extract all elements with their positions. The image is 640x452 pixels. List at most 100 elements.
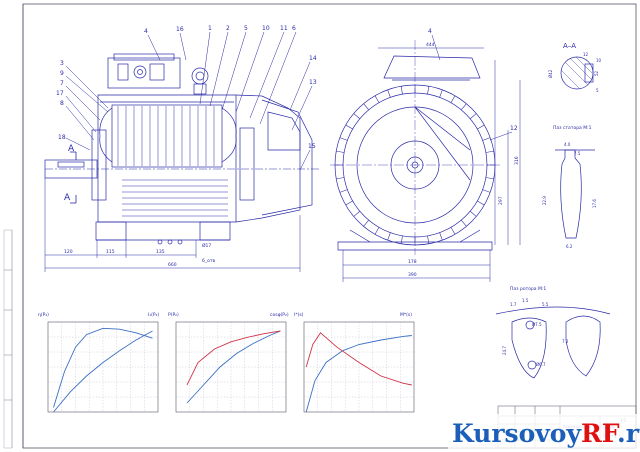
cooling-fin [400,235,403,244]
cooling-fin [482,189,491,193]
stator-dim-6.2: 6.2 [566,244,573,249]
cooling-fin [336,150,345,153]
cooling-fin [485,150,494,153]
chart-1 [47,321,159,413]
stator-slot-title: Паз статора М:1 [553,125,592,131]
cooling-fin [363,219,369,227]
rotor-slot-title: Паз ротора М:1 [510,286,546,292]
chart-2-series-line-1 [186,330,281,404]
section-arrows [70,151,77,204]
rotor-dim-1.5: 1.5 [522,298,529,303]
cooling-fin [387,232,391,241]
chart2-ylabel-left: P(P₂) [168,312,179,318]
end-dim-297: 297 [498,196,504,205]
leader-4: 4 [144,28,148,35]
stator-dim-7.5: 7.5 [574,151,581,156]
chart2-ylabel-right: cosφ(P₂) [270,312,289,318]
cooling-fin [427,235,430,244]
cooling-fin [469,211,477,217]
leader-15: 15 [308,143,316,150]
aa-dim-10: 10 [596,58,602,63]
end-dim-444: 444 [426,42,435,48]
cooling-fin [374,95,380,103]
cooling-fin [477,200,485,206]
end-view-centerlines [330,40,500,255]
chart-1-series-line-1 [53,327,153,408]
cooling-fin [477,124,485,130]
leader-7: 7 [60,80,64,87]
cooling-fin [461,103,467,111]
section-aa-dims: Ø42 52 12 10 5 [548,52,602,93]
cooling-fin [461,219,467,227]
aa-dim-52: 52 [594,70,599,76]
end-view-dim-labels: 444 178 390 297 316 [408,42,520,278]
dim-660: 660 [168,262,177,268]
cooling-fin [363,103,369,111]
end-leader-12: 12 [510,125,518,132]
rotor-dim-5.5: 5.5 [542,302,549,307]
leader-6: 6 [292,25,296,32]
cooling-fin [387,89,391,98]
chart-2-series-line-2 [186,330,281,386]
cooling-fin [339,137,348,141]
leader-5: 5 [244,25,248,32]
cooling-fin [345,124,353,130]
watermark: KursovoyRF.ru [452,419,640,448]
stator-slot-dims: 4.0 7.5 22.9 17.6 6.2 [542,142,597,249]
end-dim-316: 316 [514,156,520,165]
rotor-dim-1.7: 1.7 [510,302,517,307]
side-strip-boxes [3,229,13,449]
chart1-ylabel-left: η(P₂) [38,312,49,318]
cooling-fin [339,189,348,193]
cooling-fin [450,95,456,103]
chart3-ylabel-left: I*(s) [294,312,304,318]
section-aa-shape [560,56,594,90]
motor-side-view [44,53,320,245]
leader-9: 9 [60,70,64,77]
cooling-fin [482,137,491,141]
cooling-fin [374,227,380,235]
dim-6holes: 6_отв [202,258,215,264]
main-view-leaders [65,31,313,171]
chart-3-series-line-1 [305,335,412,413]
cooling-fin [485,177,494,180]
cooling-fin [353,113,361,119]
end-dim-390: 390 [408,272,417,278]
stator-slot-shape [555,149,595,239]
rotor-dim-d6.7: Ø6.7 [536,362,546,367]
rotor-dim-7.2: 7.2 [562,339,569,344]
leader-16: 16 [176,26,184,33]
cooling-fin [439,89,443,98]
chart-3 [303,321,415,413]
chart3-ylabel-right: M*(s) [400,312,412,318]
aa-dim-5: 5 [596,88,599,93]
section-aa-title: A–A [563,42,576,50]
cooling-fin [439,232,443,241]
main-view-leader-labels: 4 16 1 2 5 10 11 6 14 13 3 9 7 17 8 18 1… [56,25,317,150]
end-leader-4: 4 [428,28,432,35]
leader-17: 17 [56,90,64,97]
watermark-part1: Kursovoy [452,419,582,448]
dim-d17: Ø17 [202,242,211,249]
rotor-dim-24.7: 24.7 [502,346,507,355]
watermark-part2: RF [581,419,620,448]
rotor-dim-d7.5: Ø7.5 [532,322,542,327]
cooling-fin [469,113,477,119]
leader-8: 8 [60,100,64,107]
aa-dim-d42: Ø42 [548,69,553,78]
section-mark-bottom: A [64,193,71,203]
chart1-ylabel-right: I₁(P₂) [148,312,159,318]
rotor-slot-shape [495,306,611,379]
rotor-slot-dims: 1.7 1.5 Ø7.5 5.5 24.7 7.2 Ø6.7 [502,298,569,367]
dim-120: 120 [64,249,73,255]
cooling-fin [450,227,456,235]
end-view-dimensions [342,47,521,282]
stator-dim-17.6: 17.6 [592,199,597,208]
watermark-backdrop [448,414,638,450]
leader-11: 11 [280,25,288,32]
watermark-part3: .ru [617,419,640,448]
aa-dim-12: 12 [583,52,589,57]
cooling-fin [336,177,345,180]
main-view-dim-labels: 120 115 135 660 Ø17 6_отв [64,242,215,268]
stator-dim-22.9: 22.9 [542,196,547,205]
